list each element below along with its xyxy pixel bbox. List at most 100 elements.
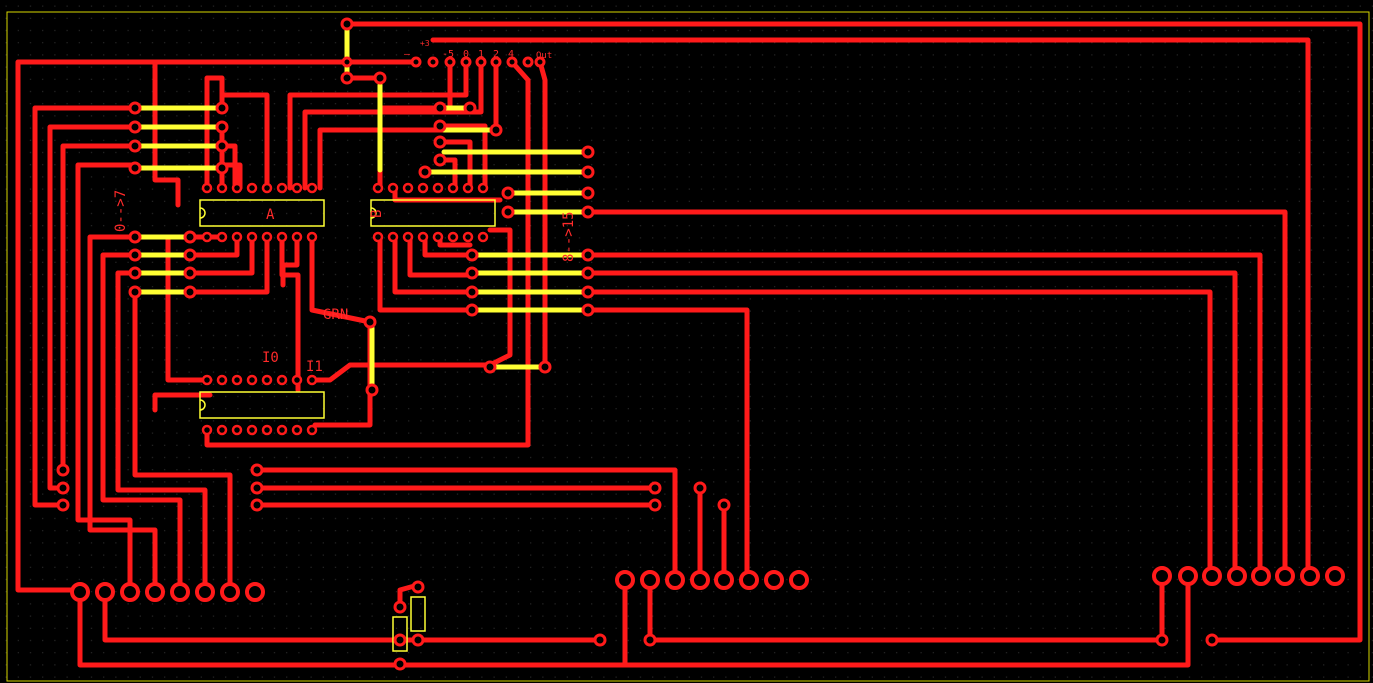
resistor-pad <box>393 600 407 614</box>
chip-pin <box>306 231 318 243</box>
jumper-pad <box>183 248 197 262</box>
chip-pin <box>432 231 444 243</box>
chip-pin <box>216 182 228 194</box>
chip-pin <box>201 231 213 243</box>
chip-pin <box>276 231 288 243</box>
chip-b-label: B <box>369 210 385 218</box>
chip-pin <box>246 182 258 194</box>
i1-label: I1 <box>306 359 323 375</box>
chip-pin <box>387 182 399 194</box>
header-out-label: Out <box>536 51 552 61</box>
connector-pad <box>1227 566 1247 586</box>
chip-pin <box>231 374 243 386</box>
chip-pin <box>276 182 288 194</box>
chip-pin <box>276 374 288 386</box>
jumper-pad <box>215 139 229 153</box>
resistor-pad <box>411 633 425 647</box>
jumper-pad <box>433 119 447 133</box>
jumper-pad <box>581 165 595 179</box>
jumper-pad <box>128 101 142 115</box>
jumper-pad <box>581 145 595 159</box>
chip-pin <box>246 424 258 436</box>
header-0-label: 0 <box>463 49 469 60</box>
chip-pin <box>372 231 384 243</box>
header-pad <box>506 56 518 68</box>
chip-pin <box>261 231 273 243</box>
jumper-pad <box>215 101 229 115</box>
header-pad <box>490 56 502 68</box>
pads <box>56 17 1345 671</box>
chip-pin <box>387 231 399 243</box>
header-pad <box>427 56 439 68</box>
header-2-label: 2 <box>493 49 499 60</box>
chip-pin <box>417 182 429 194</box>
via-pad <box>538 360 552 374</box>
connector-pad <box>1300 566 1320 586</box>
grn-label: GRN <box>323 307 348 323</box>
connector-pad <box>789 570 809 590</box>
chip-pin <box>372 182 384 194</box>
connector-pad <box>1202 566 1222 586</box>
jumper-pad <box>581 205 595 219</box>
via-pad <box>483 360 497 374</box>
chip-a-label: A <box>266 207 275 223</box>
jumper-pad <box>465 303 479 317</box>
header-pad <box>460 56 472 68</box>
jumper-pad <box>501 186 515 200</box>
jumper-pad <box>465 285 479 299</box>
chip-pin <box>261 424 273 436</box>
chip-pin <box>231 424 243 436</box>
pad <box>56 463 70 477</box>
connector-pad <box>170 582 190 602</box>
chip-pin <box>462 182 474 194</box>
chip-pin <box>216 231 228 243</box>
pad <box>717 498 731 512</box>
board-outline <box>6 11 1370 682</box>
chip-pin <box>477 182 489 194</box>
chip-pin <box>432 182 444 194</box>
header-n5-label: -5 <box>442 49 454 60</box>
jumper-pad <box>128 248 142 262</box>
jumper-pad <box>581 266 595 280</box>
header-4-label: 4 <box>508 49 514 60</box>
connector-pad <box>245 582 265 602</box>
pad <box>250 463 264 477</box>
jumper-pad <box>215 161 229 175</box>
jumper-pad <box>581 285 595 299</box>
chip-pin <box>231 231 243 243</box>
pad <box>56 498 70 512</box>
connector-pad <box>1178 566 1198 586</box>
chip-pin <box>291 374 303 386</box>
header-1-label: 1 <box>478 49 484 60</box>
chip-pin <box>462 231 474 243</box>
pad <box>1205 633 1219 647</box>
connector-pad <box>615 570 635 590</box>
header-pad <box>475 56 487 68</box>
i0-label: I0 <box>262 350 279 366</box>
header-pad <box>534 56 546 68</box>
header-plus-label: +3 <box>420 39 430 48</box>
connector-pad <box>665 570 685 590</box>
chip-pin <box>246 231 258 243</box>
resistor-1 <box>392 616 408 652</box>
jumper-pad <box>489 123 503 137</box>
connector-pad <box>739 570 759 590</box>
jumpers <box>137 27 587 388</box>
chip-pin <box>402 182 414 194</box>
connector-pad <box>195 582 215 602</box>
chip-pin <box>201 182 213 194</box>
pad <box>1155 633 1169 647</box>
connector-pad <box>220 582 240 602</box>
connector-pad <box>690 570 710 590</box>
chip-pin <box>291 182 303 194</box>
jumper-pad <box>433 101 447 115</box>
chip-b-outline <box>370 199 496 227</box>
jumper-pad <box>215 120 229 134</box>
jumper-pad <box>418 165 432 179</box>
resistor-pad <box>411 580 425 594</box>
jumper-pad <box>128 139 142 153</box>
chip-pin <box>201 424 213 436</box>
chip-pin <box>306 374 318 386</box>
pad <box>643 633 657 647</box>
pad <box>250 498 264 512</box>
